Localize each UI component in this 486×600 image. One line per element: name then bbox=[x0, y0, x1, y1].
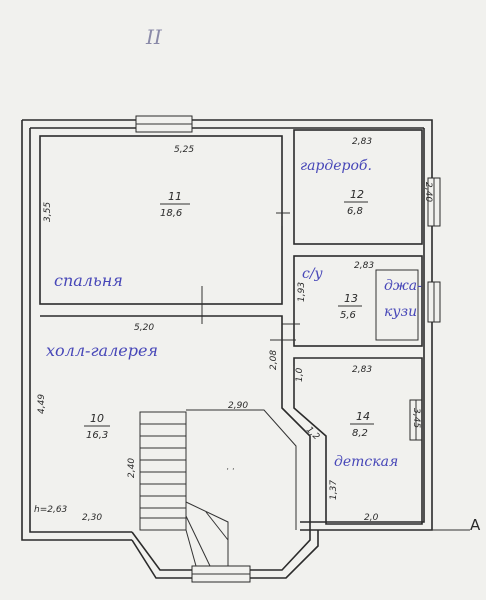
room-wardrobe bbox=[293, 129, 423, 245]
dim-bedroom-height: 3,55 bbox=[43, 202, 53, 222]
room-name-kids: детская bbox=[334, 454, 398, 470]
dim-kids-width: 2,83 bbox=[352, 365, 372, 375]
room-bath bbox=[282, 255, 423, 347]
dim-wardrobe-height: 2,40 bbox=[423, 182, 433, 202]
room-area-hall: 16,3 bbox=[86, 430, 108, 441]
room-area-bedroom: 18,6 bbox=[160, 208, 182, 219]
outer-walls bbox=[21, 119, 433, 579]
dim-stair-height: 2,40 bbox=[127, 458, 137, 478]
room-area-kids: 8,2 bbox=[352, 428, 368, 439]
room-bedroom bbox=[39, 135, 290, 324]
fixture-label-line2: кузи bbox=[384, 304, 417, 320]
dim-kids-diag: 1,2 bbox=[304, 425, 321, 442]
room-number-kids: 14 bbox=[356, 410, 370, 423]
dim-hall-bottom: 2,30 bbox=[82, 513, 102, 523]
dim-stair-width: 2,90 bbox=[228, 401, 248, 411]
dim-corridor-width: 2,08 bbox=[269, 350, 279, 370]
staircase: · · bbox=[139, 409, 297, 567]
dim-hall-height: 4,49 bbox=[37, 394, 47, 414]
room-number-bedroom: 11 bbox=[168, 190, 182, 203]
fixture-label-line1: джа- bbox=[384, 278, 422, 294]
axis-letter: A bbox=[470, 516, 481, 534]
dim-bedroom-width: 5,25 bbox=[174, 145, 194, 155]
dim-ceiling-height: h=2,63 bbox=[34, 505, 68, 515]
svg-text:· ·: · · bbox=[226, 465, 235, 475]
jacuzzi-outline bbox=[375, 269, 419, 341]
dim-bath-height: 1,93 bbox=[297, 282, 307, 302]
room-name-bath: с/у bbox=[302, 266, 324, 282]
room-number-bath: 13 bbox=[344, 292, 358, 305]
windows bbox=[135, 115, 441, 583]
room-area-bath: 5,6 bbox=[340, 310, 356, 321]
dim-kids-bottom: 2,0 bbox=[364, 513, 379, 523]
dim-hall-width: 5,20 bbox=[134, 323, 154, 333]
dim-kids-left: 1,37 bbox=[329, 480, 339, 500]
room-number-hall: 10 bbox=[90, 412, 104, 425]
dim-kids-height: 3,45 bbox=[411, 408, 421, 428]
sheet-mark: II bbox=[145, 25, 163, 49]
room-hall bbox=[40, 315, 311, 522]
room-name-hall: холл-галерея bbox=[46, 341, 158, 360]
room-name-wardrobe: гардероб. bbox=[300, 158, 372, 174]
dim-door-gap: 1,0 bbox=[295, 367, 305, 382]
room-kids bbox=[293, 357, 423, 525]
room-name-bedroom: спальня bbox=[54, 271, 123, 290]
room-area-wardrobe: 6,8 bbox=[347, 206, 363, 217]
room-number-wardrobe: 12 bbox=[350, 188, 364, 201]
dim-wardrobe-width: 2,83 bbox=[352, 137, 372, 147]
dim-bath-width: 2,83 bbox=[354, 261, 374, 271]
